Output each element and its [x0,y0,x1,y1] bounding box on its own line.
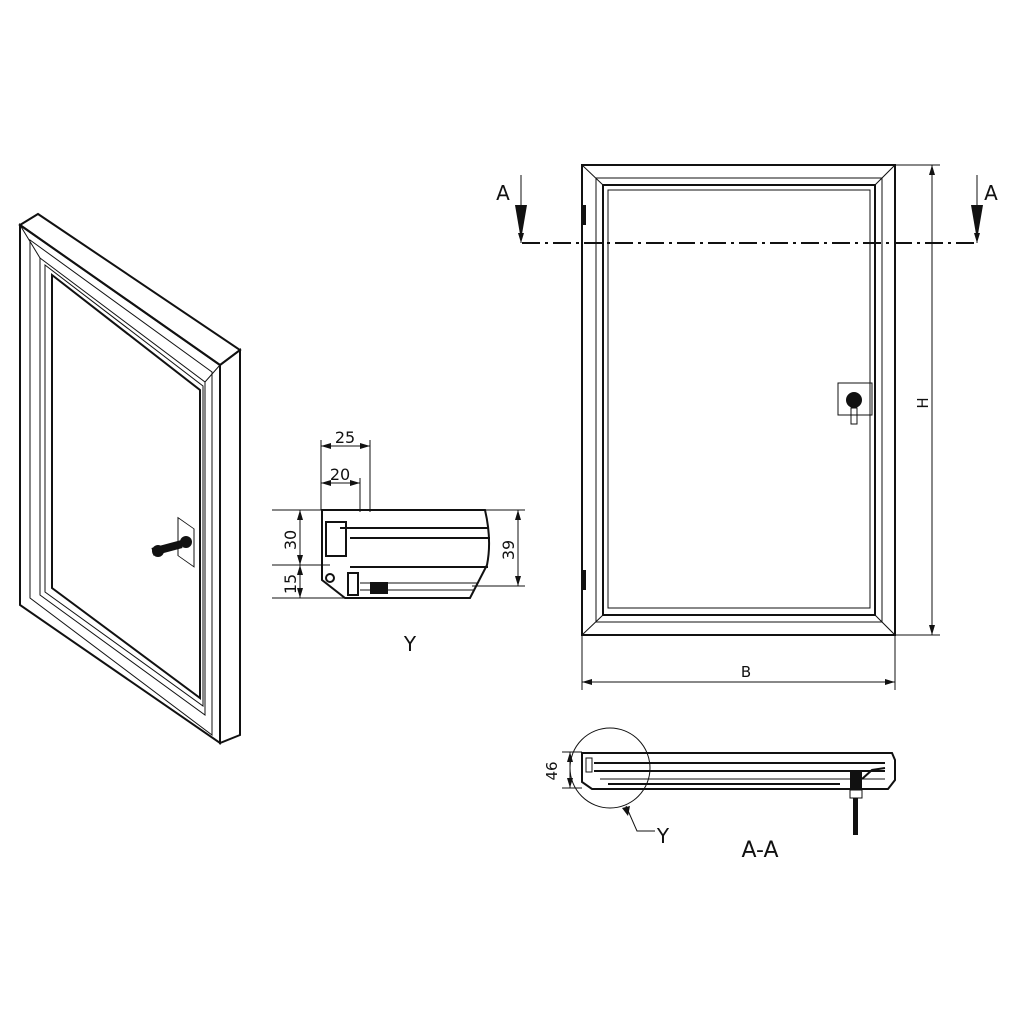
dim-46-label: 46 [543,761,561,780]
section-aa-label: A-A [741,838,778,863]
detail-y-view: 25 20 30 15 39 Y [272,428,525,656]
dim-30-label: 30 [281,530,300,550]
dim-b-label: B [741,663,751,681]
section-marker-left: A [496,181,510,205]
section-aa-view: 46 Y A-A [543,727,896,863]
section-marker-right: A [984,181,998,205]
dim-h-label: H [914,397,932,408]
detail-ref-label: Y [656,824,670,848]
dim-39-label: 39 [499,540,518,560]
lock-icon [837,382,873,425]
lock-icon [849,767,886,835]
detail-y-label: Y [403,632,417,656]
dim-25-label: 25 [335,428,355,447]
dim-20-label: 20 [330,465,350,484]
front-view: A A H B [496,164,998,690]
isometric-view [18,212,242,745]
dim-15-label: 15 [281,574,300,594]
lock-icon [151,516,195,568]
